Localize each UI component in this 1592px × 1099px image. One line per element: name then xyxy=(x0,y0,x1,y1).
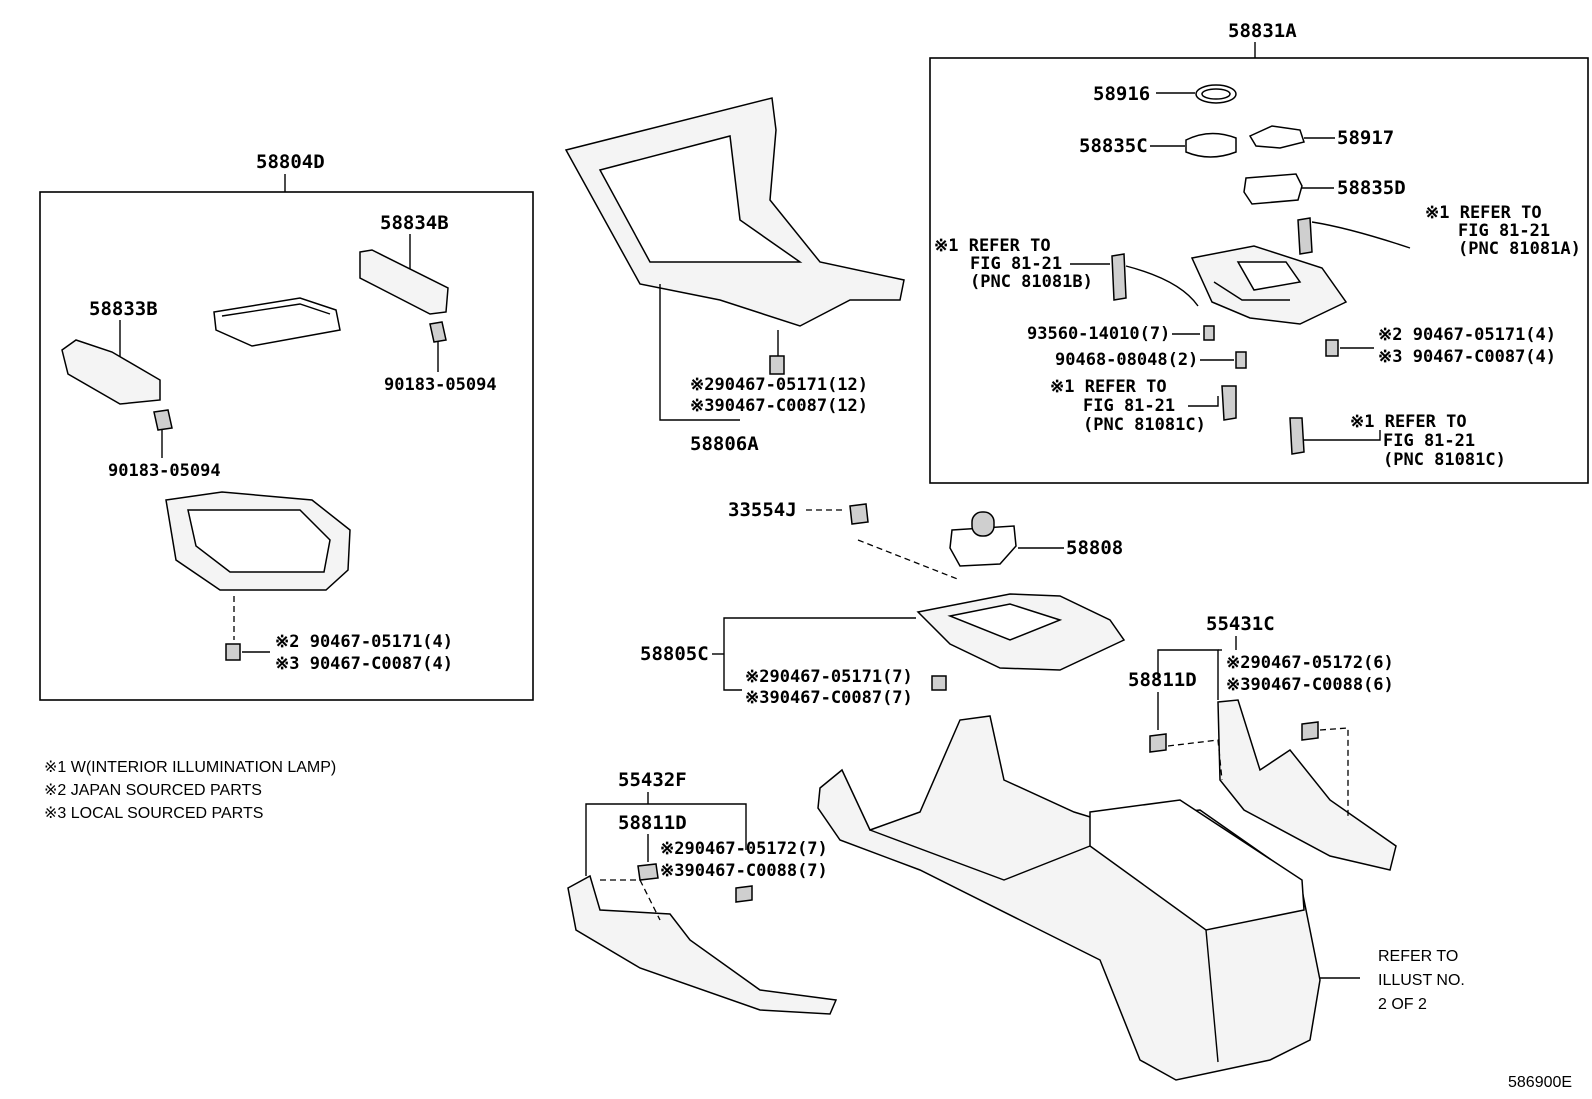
note-2: ※2 JAPAN SOURCED PARTS xyxy=(44,782,262,799)
side-cover-a-part xyxy=(61,339,161,405)
label-58831A[interactable]: 58831A xyxy=(1228,20,1297,42)
clip-90468-part xyxy=(1235,351,1247,369)
label-93560[interactable]: 93560-14010(7) xyxy=(1027,324,1170,344)
lamp-a-part xyxy=(1297,217,1313,255)
label-58808[interactable]: 58808 xyxy=(1066,537,1123,559)
refer-illust-line3: 2 OF 2 xyxy=(1378,996,1427,1013)
refer-illust-line2: ILLUST NO. xyxy=(1378,972,1465,989)
lamp-b-part xyxy=(1111,253,1127,301)
refer-a-line3: (PNC 81081A) xyxy=(1458,239,1581,259)
group-55432F: 55432F 58811D ※290467-05172(7) ※390467-C… xyxy=(567,769,838,1015)
label-58917[interactable]: 58917 xyxy=(1337,127,1394,149)
assembly-box-58804D xyxy=(39,191,534,701)
assembly-box-58831A xyxy=(929,57,1589,484)
label-90183-b[interactable]: 90183-05094 xyxy=(108,461,221,481)
note-3: ※3 LOCAL SOURCED PARTS xyxy=(44,805,263,822)
label-33554J[interactable]: 33554J xyxy=(728,499,797,521)
clip-805-part xyxy=(931,675,947,691)
label-clip-box-1[interactable]: ※2 90467-05171(4) xyxy=(275,632,453,652)
tray-part xyxy=(213,297,341,347)
knob-cap-part xyxy=(1185,132,1237,158)
label-58835C[interactable]: 58835C xyxy=(1079,135,1148,157)
label-clip-431-1[interactable]: ※290467-05172(6) xyxy=(1226,653,1394,673)
label-58805C[interactable]: 58805C xyxy=(640,643,709,665)
notes: ※1 W(INTERIOR ILLUMINATION LAMP) ※2 JAPA… xyxy=(44,759,1572,1091)
shift-boot-part xyxy=(949,525,1017,567)
refer-b-line2: FIG 81-21 xyxy=(970,254,1062,274)
group-middle: 33554J 58808 58805C ※290467-05171(7) ※39… xyxy=(640,499,1126,708)
label-58833B[interactable]: 58833B xyxy=(89,298,158,320)
label-58834B[interactable]: 58834B xyxy=(380,212,449,234)
label-55432F[interactable]: 55432F xyxy=(618,769,687,791)
refer-c-line3: (PNC 81081C) xyxy=(1083,415,1206,435)
refer-d-line1[interactable]: ※1 REFER TO xyxy=(1350,412,1467,432)
label-clip-432-1[interactable]: ※290467-05172(7) xyxy=(660,839,828,859)
clip-b-part xyxy=(429,321,447,343)
group-55431C: 55431C ※290467-05172(6) ※390467-C0088(6)… xyxy=(1128,613,1397,871)
bracket-33554J-part xyxy=(849,503,869,525)
note-1: ※1 W(INTERIOR ILLUMINATION LAMP) xyxy=(44,759,336,776)
label-58806A[interactable]: 58806A xyxy=(690,433,759,455)
refer-b-line1[interactable]: ※1 REFER TO xyxy=(934,236,1051,256)
label-55431C[interactable]: 55431C xyxy=(1206,613,1275,635)
console-body-part xyxy=(817,715,1321,1081)
refer-c-line1[interactable]: ※1 REFER TO xyxy=(1050,377,1167,397)
lamp-d-part xyxy=(1289,417,1305,455)
label-58804D[interactable]: 58804D xyxy=(256,151,325,173)
refer-c-line2: FIG 81-21 xyxy=(1083,396,1175,416)
clip-r-part xyxy=(1325,339,1339,357)
clip-431-part xyxy=(1301,721,1319,741)
side-trim-left-part xyxy=(567,874,838,1015)
label-clip-r1[interactable]: ※2 90467-05171(4) xyxy=(1378,325,1556,345)
label-clip-r2[interactable]: ※3 90467-C0087(4) xyxy=(1378,347,1556,367)
label-clip-805-1[interactable]: ※290467-05171(7) xyxy=(745,667,913,687)
clip-box-part xyxy=(225,643,241,661)
label-58811D-right[interactable]: 58811D xyxy=(1128,669,1197,691)
clip-a-part xyxy=(153,409,173,431)
bezel-part xyxy=(1243,173,1303,205)
refer-d-line2: FIG 81-21 xyxy=(1383,431,1475,451)
refer-illust-line1[interactable]: REFER TO xyxy=(1378,948,1458,965)
figure-id: 586900E xyxy=(1508,1074,1572,1091)
refer-d-line3: (PNC 81081C) xyxy=(1383,450,1506,470)
refer-a-line1[interactable]: ※1 REFER TO xyxy=(1425,203,1542,223)
label-90183-a[interactable]: 90183-05094 xyxy=(384,375,497,395)
label-58916[interactable]: 58916 xyxy=(1093,83,1150,105)
clip-58811D-r-part xyxy=(1149,733,1167,753)
refer-a-line2: FIG 81-21 xyxy=(1458,221,1550,241)
label-clip-432-2[interactable]: ※390467-C0088(7) xyxy=(660,861,828,881)
label-58811D-left[interactable]: 58811D xyxy=(618,812,687,834)
group-58831A: 58831A 58916 58835C 58917 58835D ※1 REFE… xyxy=(929,20,1589,484)
side-trim-right-part xyxy=(1217,699,1397,871)
label-clip-806-2[interactable]: ※390467-C0087(12) xyxy=(690,396,868,416)
refer-b-line3: (PNC 81081B) xyxy=(970,272,1093,292)
clip-806-part xyxy=(769,355,785,375)
label-clip-431-2[interactable]: ※390467-C0088(6) xyxy=(1226,675,1394,695)
group-58804D: 58804D 58834B 90183-05094 58833B 90183-0… xyxy=(39,151,534,701)
group-console-body: REFER TO ILLUST NO. 2 OF 2 xyxy=(817,715,1465,1081)
label-58835D[interactable]: 58835D xyxy=(1337,177,1406,199)
screw-part xyxy=(1203,325,1215,341)
side-cover-b-part xyxy=(359,249,449,315)
clip-58811D-l-part xyxy=(637,863,659,881)
label-clip-805-2[interactable]: ※390467-C0087(7) xyxy=(745,688,913,708)
lamp-c-part xyxy=(1221,385,1237,421)
label-90468[interactable]: 90468-08048(2) xyxy=(1055,350,1198,370)
label-clip-box-2[interactable]: ※3 90467-C0087(4) xyxy=(275,654,453,674)
label-clip-806-1[interactable]: ※290467-05171(12) xyxy=(690,375,868,395)
gasket-part xyxy=(1248,125,1305,149)
group-58806A: ※290467-05171(12) ※390467-C0087(12) 5880… xyxy=(564,97,905,455)
clip-432-part xyxy=(735,885,753,903)
